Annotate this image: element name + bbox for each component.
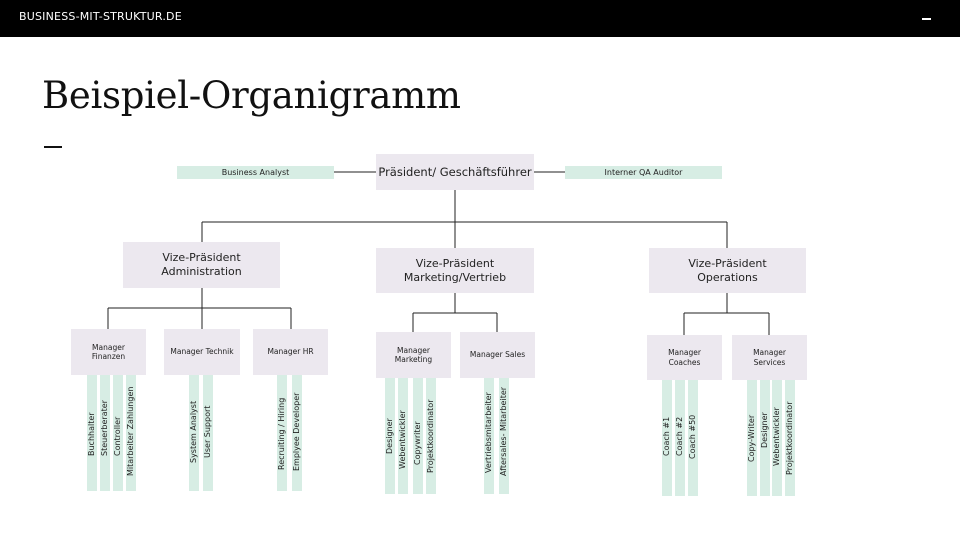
manager-marketing-line1: Manager (397, 345, 430, 355)
staff-bar (87, 375, 97, 491)
manager-marketing-box: Manager Marketing (376, 332, 451, 378)
vp-marketing-line2: Marketing/Vertrieb (403, 270, 507, 284)
vp-marketing-box: Vize-Präsident Marketing/Vertrieb (376, 248, 534, 293)
staff-label: Vertriebsmitarbeiter (484, 392, 493, 473)
staff-bar (484, 378, 494, 494)
staff-label: System Analyst (189, 400, 198, 463)
manager-technik-label: Manager Technik (170, 347, 234, 357)
staff-label: Coach #2 (675, 416, 684, 456)
staff-label: Controller (113, 416, 122, 456)
menu-icon[interactable] (922, 18, 931, 20)
staff-label: Emplyee Developer (292, 392, 301, 471)
staff-label: Steuerberater (100, 400, 109, 456)
staff-bar (398, 378, 408, 494)
staff-bar (499, 378, 509, 494)
staff-label: Designer (385, 418, 394, 454)
manager-finanzen-line1: Manager (92, 342, 125, 352)
staff-bar (203, 375, 213, 491)
staff-label: Coach #50 (688, 414, 697, 459)
qa-auditor-box: Interner QA Auditor (565, 166, 722, 179)
manager-finanzen-box: Manager Finanzen (71, 329, 146, 375)
staff-label: Webentwickler (772, 407, 781, 466)
manager-sales-label: Manager Sales (469, 350, 526, 360)
staff-bar (426, 378, 436, 494)
staff-bar (189, 375, 199, 491)
manager-hr-box: Manager HR (253, 329, 328, 375)
staff-bar (113, 375, 123, 491)
manager-technik-box: Manager Technik (164, 329, 240, 375)
staff-label: Buchhalter (87, 412, 96, 456)
title-underline (44, 146, 62, 148)
vp-administration-box: Vize-Präsident Administration (123, 242, 280, 288)
staff-label: Copywriter (413, 421, 422, 465)
staff-bar (100, 375, 110, 491)
manager-marketing-line2: Marketing (394, 355, 433, 364)
manager-coaches-line2: Coaches (668, 357, 701, 367)
staff-bar (292, 375, 302, 491)
page-title: Beispiel-Organigramm (42, 74, 461, 117)
staff-label: Aftersales- Mitarbeiter (499, 386, 508, 476)
staff-bar (385, 378, 395, 494)
staff-label: User Support (203, 405, 212, 458)
staff-bar (688, 380, 698, 496)
manager-coaches-box: Manager Coaches (647, 335, 722, 380)
staff-label: Designer (760, 412, 769, 448)
vp-marketing-line1: Vize-Präsident (415, 256, 495, 270)
staff-bar (760, 380, 770, 496)
staff-label: Mitarbeiter Zahlungen (126, 386, 135, 476)
staff-bar (662, 380, 672, 496)
staff-label: Projektkoordinator (426, 399, 435, 473)
president-label: Präsident/ Geschäftsführer (378, 164, 532, 179)
staff-bar (277, 375, 287, 491)
top-bar: BUSINESS-MIT-STRUKTUR.DE (0, 0, 960, 37)
staff-label: Projektkoordinator (785, 401, 794, 475)
manager-coaches-line1: Manager (668, 348, 701, 358)
staff-label: Coach #1 (662, 416, 671, 456)
staff-bar (126, 375, 136, 491)
vp-operations-box: Vize-Präsident Operations (649, 248, 806, 293)
manager-sales-box: Manager Sales (460, 332, 535, 378)
staff-bar (675, 380, 685, 496)
vp-operations-line1: Vize-Präsident (688, 256, 767, 270)
manager-services-line1: Manager (753, 348, 786, 358)
staff-bar (772, 380, 782, 496)
staff-bar (413, 378, 423, 494)
vp-operations-line2: Operations (697, 270, 758, 284)
manager-finanzen-line2: Finanzen (91, 352, 126, 361)
manager-services-box: Manager Services (732, 335, 807, 380)
manager-hr-label: Manager HR (267, 347, 314, 357)
business-analyst-label: Business Analyst (221, 168, 290, 177)
staff-bar (747, 380, 757, 496)
brand-name[interactable]: BUSINESS-MIT-STRUKTUR.DE (19, 10, 182, 23)
vp-administration-line2: Administration (161, 265, 242, 278)
staff-bar (785, 380, 795, 496)
president-box: Präsident/ Geschäftsführer (376, 154, 534, 190)
business-analyst-box: Business Analyst (177, 166, 334, 179)
staff-label: Recruiting / Hiring (277, 397, 286, 470)
staff-label: Webentwickler (398, 410, 407, 469)
vp-administration-line1: Vize-Präsident (162, 251, 241, 265)
manager-services-line2: Services (753, 357, 786, 367)
qa-auditor-label: Interner QA Auditor (604, 168, 683, 177)
staff-label: Copy-Writer (747, 414, 756, 462)
